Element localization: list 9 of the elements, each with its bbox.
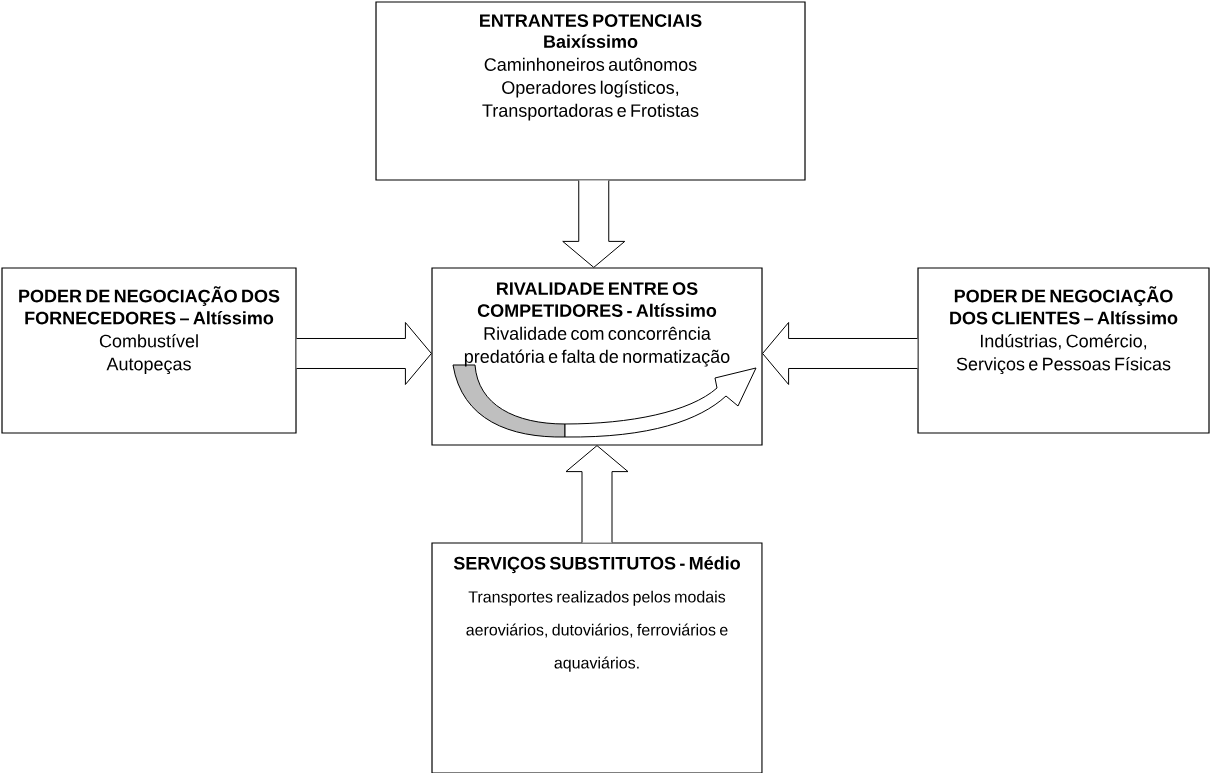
block-arrow [296,322,432,385]
block-arrow [562,180,626,268]
text-box: PODER DE NEGOCIAÇÃO DOS CLIENTES – Altíssimo Indústrias, Comércio, Serviços e Pessoas Físicas [917,267,1210,434]
block-arrow [565,445,629,543]
block-arrow [762,322,918,385]
text-box: PODER DE NEGOCIAÇÃO DOS FORNECEDORES – Altíssimo Combustível Autopeças [1,267,297,434]
text-box: ENTRANTES POTENCIAIS Baixíssimo Caminhoneiros autônomos Operadores logísticos, Transportadoras e Frotistas [375,1,806,181]
text-box: SERVIÇOS SUBSTITUTOS - Médio Transportes realizados pelos modais aeroviários, dutoviários, ferroviários e aquaviários. [431,542,763,773]
text-box: RIVALIDADE ENTRE OS COMPETIDORES - Altíssimo Rivalidade com concorrência predatória e falta de normatização [431,267,763,446]
